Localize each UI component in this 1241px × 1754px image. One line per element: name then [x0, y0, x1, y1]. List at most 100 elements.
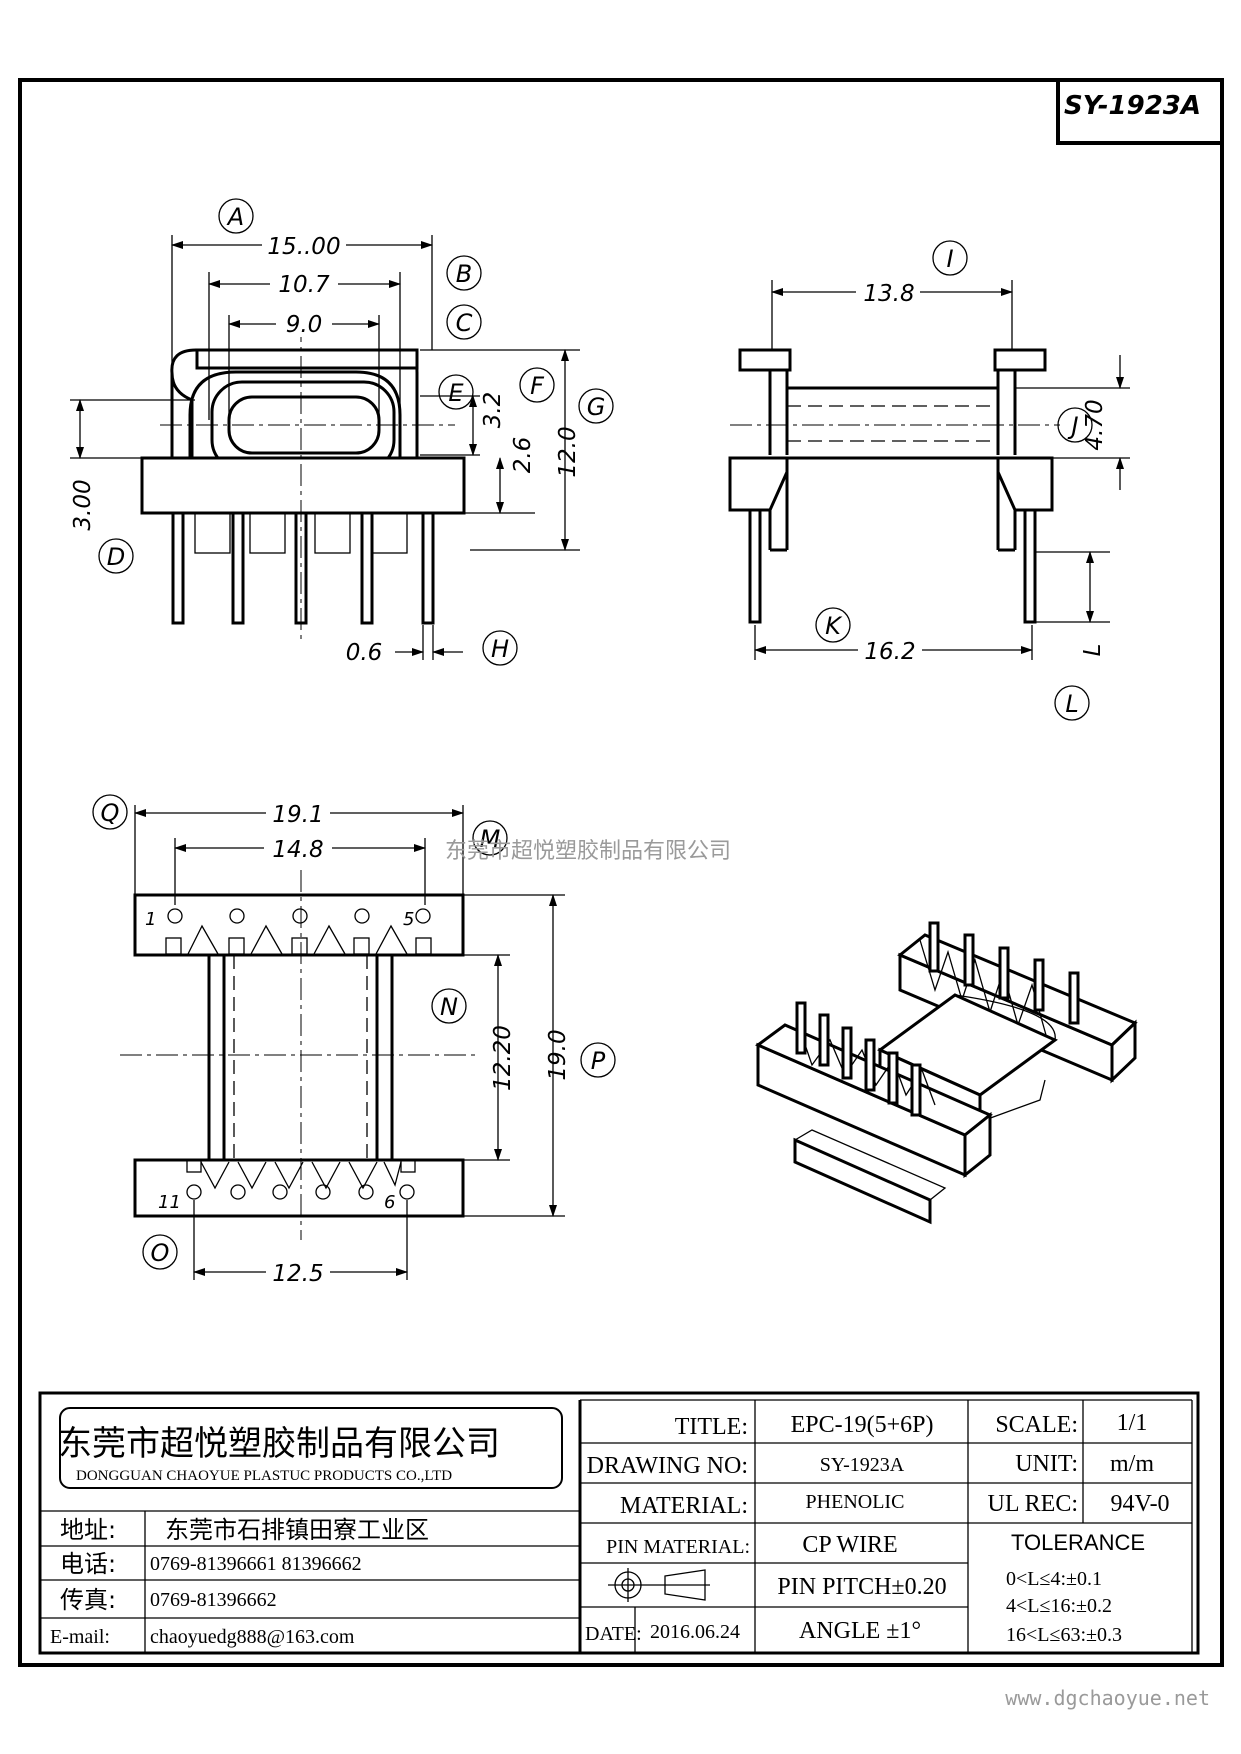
label-n: N	[431, 988, 467, 1024]
label-q: Q	[92, 794, 128, 830]
label-c: C	[446, 304, 482, 340]
dim-k: 16.2	[864, 639, 915, 665]
date-value: 2016.06.24	[650, 1621, 740, 1643]
dim-m: 14.8	[272, 837, 323, 863]
svg-text:N: N	[440, 993, 458, 1021]
dim-d: 3.00	[70, 479, 96, 530]
label-l: L	[1054, 685, 1090, 721]
label-a: A	[218, 198, 254, 234]
label-o: O	[142, 1234, 178, 1270]
address-label: 地址:	[60, 1516, 116, 1544]
angle-tolerance: ANGLE ±1°	[799, 1618, 921, 1644]
pin-5-label: 5	[403, 909, 414, 930]
dim-p: 19.0	[545, 1029, 571, 1080]
material-label: MATERIAL:	[620, 1493, 748, 1519]
email-label: E-mail:	[50, 1626, 110, 1648]
label-k: K	[815, 607, 851, 643]
label-m: M	[472, 820, 508, 856]
date-label: DATE:	[585, 1623, 642, 1645]
tolerance-row-2: 4<L≤16:±0.2	[1006, 1595, 1112, 1617]
phone-label: 电话:	[60, 1550, 116, 1578]
pin-material-value: CP WIRE	[802, 1532, 897, 1558]
label-i: I	[932, 240, 968, 276]
tolerance-row-1: 0<L≤4:±0.1	[1006, 1568, 1102, 1590]
pin-1-label: 1	[145, 909, 156, 930]
dim-j: 4.70	[1082, 399, 1108, 450]
pin-11-label: 11	[158, 1192, 181, 1213]
label-j: J	[1057, 407, 1093, 443]
label-f: F	[519, 367, 555, 403]
svg-text:K: K	[825, 612, 843, 640]
svg-text:B: B	[456, 260, 472, 288]
label-d: D	[98, 538, 134, 574]
projection-symbol	[608, 1568, 710, 1602]
dim-a: 15..00	[267, 234, 340, 260]
label-p: P	[580, 1042, 616, 1078]
svg-text:O: O	[151, 1239, 170, 1267]
svg-text:A: A	[226, 203, 244, 231]
label-b: B	[446, 255, 482, 291]
pin-material-label: PIN MATERIAL:	[606, 1536, 750, 1558]
label-e: E	[438, 374, 474, 410]
top-pin-row	[165, 908, 432, 955]
address-value: 东莞市石排镇田寮工业区	[165, 1516, 429, 1544]
drawing-id-box	[1056, 78, 1224, 145]
watermark: 东莞市超悦塑胶制品有限公司	[445, 839, 731, 864]
pin-6-label: 6	[384, 1192, 395, 1213]
dim-e: 3.2	[480, 392, 506, 429]
svg-text:D: D	[107, 543, 125, 571]
svg-text:Q: Q	[101, 799, 120, 827]
scale-label: SCALE:	[995, 1412, 1078, 1438]
unit-label: UNIT:	[1015, 1451, 1078, 1477]
svg-text:J: J	[1067, 412, 1078, 440]
material-value: PHENOLIC	[806, 1491, 905, 1513]
dim-n: 12.20	[490, 1025, 516, 1091]
svg-text:C: C	[456, 309, 473, 337]
drawing-no-value: SY-1923A	[820, 1454, 905, 1476]
svg-text:M: M	[480, 825, 501, 853]
svg-text:L: L	[1065, 690, 1078, 718]
drawing-no-label: DRAWING NO:	[587, 1453, 748, 1479]
dim-o: 12.5	[272, 1261, 323, 1287]
fax-value: 0769-81396662	[150, 1589, 277, 1611]
pin-pitch: PIN PITCH±0.20	[777, 1574, 946, 1600]
svg-text:H: H	[491, 635, 509, 663]
company-en: DONGGUAN CHAOYUE PLASTUC PRODUCTS CO.,LT…	[76, 1468, 452, 1484]
side-view: 13.8 4.70 16.2 L I J K L	[728, 240, 1130, 721]
svg-text:I: I	[946, 245, 953, 273]
isometric-view	[755, 921, 1138, 1225]
phone-value: 0769-81396661 81396662	[150, 1553, 362, 1575]
svg-text:G: G	[587, 393, 606, 421]
dim-i: 13.8	[863, 281, 914, 307]
dim-g: 12.0	[555, 426, 581, 477]
title-block: 东莞市超悦塑胶制品有限公司 DONGGUAN CHAOYUE PLASTUC P…	[38, 1391, 1200, 1655]
ul-rec-value: 94V-0	[1110, 1491, 1169, 1517]
label-h: H	[482, 630, 518, 666]
dim-b: 10.7	[278, 272, 330, 298]
fax-label: 传真:	[60, 1586, 116, 1614]
title-label: TITLE:	[675, 1414, 748, 1440]
email-value: chaoyuedg888@163.com	[150, 1626, 355, 1648]
drawing-id: SY-1923A	[1064, 91, 1201, 121]
svg-text:P: P	[591, 1047, 606, 1075]
website-footer: www.dgchaoyue.net	[1005, 1686, 1210, 1710]
dim-q: 19.1	[272, 802, 323, 828]
bottom-view: 1 5 11 6 19.1 14.8 12.20 19.0 12.5 Q M N…	[92, 794, 616, 1287]
scale-value: 1/1	[1117, 1410, 1148, 1436]
front-view: 15..00 10.7 9.0 3.00 3.2 2.6 12.0 0.6 A …	[70, 198, 614, 666]
dim-c: 9.0	[286, 312, 323, 338]
svg-text:F: F	[530, 372, 545, 400]
ul-rec-label: UL REC:	[988, 1491, 1078, 1517]
sheet-border	[18, 78, 1224, 1667]
unit-value: m/m	[1110, 1451, 1154, 1477]
company-cn: 东莞市超悦塑胶制品有限公司	[58, 1424, 500, 1464]
dim-f: 2.6	[510, 437, 536, 474]
title-value: EPC-19(5+6P)	[791, 1412, 934, 1438]
dim-h: 0.6	[346, 640, 383, 666]
tolerance-label: TOLERANCE	[1011, 1530, 1145, 1555]
label-g: G	[578, 388, 614, 424]
tolerance-row-3: 16<L≤63:±0.3	[1006, 1624, 1122, 1646]
dim-l: L	[1080, 644, 1106, 657]
svg-text:E: E	[448, 379, 464, 407]
